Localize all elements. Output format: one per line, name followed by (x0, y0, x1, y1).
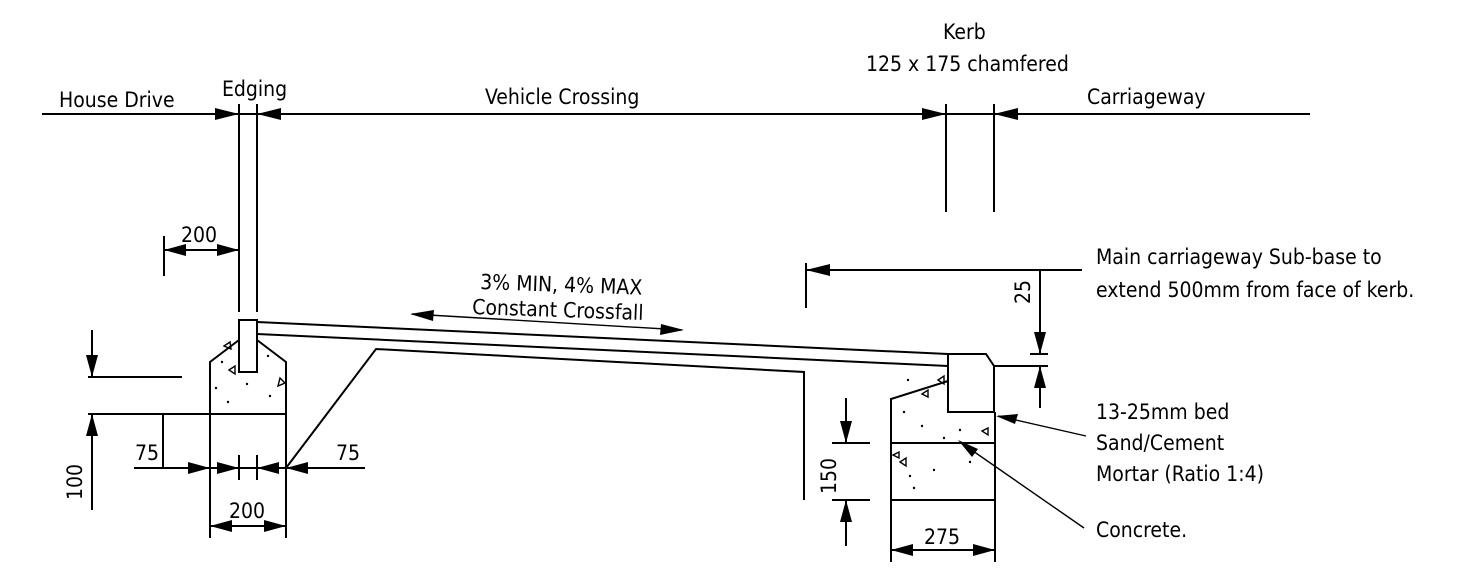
subbase-arrow (805, 263, 1082, 308)
concrete-label: Concrete. (1096, 518, 1187, 542)
crossfall-text-line2: Constant Crossfall (472, 295, 644, 325)
left-depth-dimension (86, 330, 98, 510)
left-depth-value: 100 (63, 464, 87, 500)
arrow-kerb-left (922, 108, 946, 120)
crossfall-arrow (410, 310, 684, 335)
crossing-slab (256, 321, 949, 500)
kerb-title-label: Kerb (943, 20, 986, 44)
arrow-edging-right (257, 108, 281, 120)
kerb-detail (890, 353, 996, 501)
edging-label: Edging (222, 77, 287, 101)
kerb-size-label: 125 x 175 chamfered (866, 52, 1069, 76)
mortar-bed-text-line1: 13-25mm bed (1096, 400, 1229, 424)
kerb-depth-value: 150 (817, 458, 841, 494)
mortar-bed-text-line2: Sand/Cement (1096, 431, 1224, 455)
subbase-text-line2: extend 500mm from face of kerb. (1096, 278, 1414, 302)
carriageway-label: Carriageway (1087, 85, 1206, 109)
crossfall-text-line1: 3% MIN, 4% MAX (480, 270, 643, 300)
concrete-leader (958, 440, 1085, 529)
kerb-depth-dimension (832, 398, 870, 546)
arrow-kerb-right (994, 108, 1018, 120)
vehicle-crossing-label: Vehicle Crossing (485, 85, 639, 109)
arrow-edging-left (215, 108, 239, 120)
edging-offset-value: 200 (181, 223, 217, 247)
kerb-base-width-value: 275 (924, 525, 960, 549)
top-reference-line (42, 104, 1310, 312)
mortar-bed-text-line3: Mortar (Ratio 1:4) (1096, 462, 1264, 486)
subbase-drop-value: 25 (1011, 280, 1035, 304)
right-step-value: 75 (336, 441, 360, 465)
subbase-text-line1: Main carriageway Sub-base to (1096, 245, 1382, 269)
edging-base-dimensions (134, 414, 365, 538)
house-drive-label: House Drive (59, 88, 175, 112)
edging-detail (88, 319, 287, 468)
kerb-base-dimension (890, 500, 996, 562)
edging-base-width-value: 200 (229, 499, 265, 523)
left-step-value: 75 (135, 441, 159, 465)
edging-offset-dimension (163, 236, 239, 276)
mortar-bed-leader (996, 414, 1087, 437)
subbase-drop-dimension (994, 270, 1048, 408)
